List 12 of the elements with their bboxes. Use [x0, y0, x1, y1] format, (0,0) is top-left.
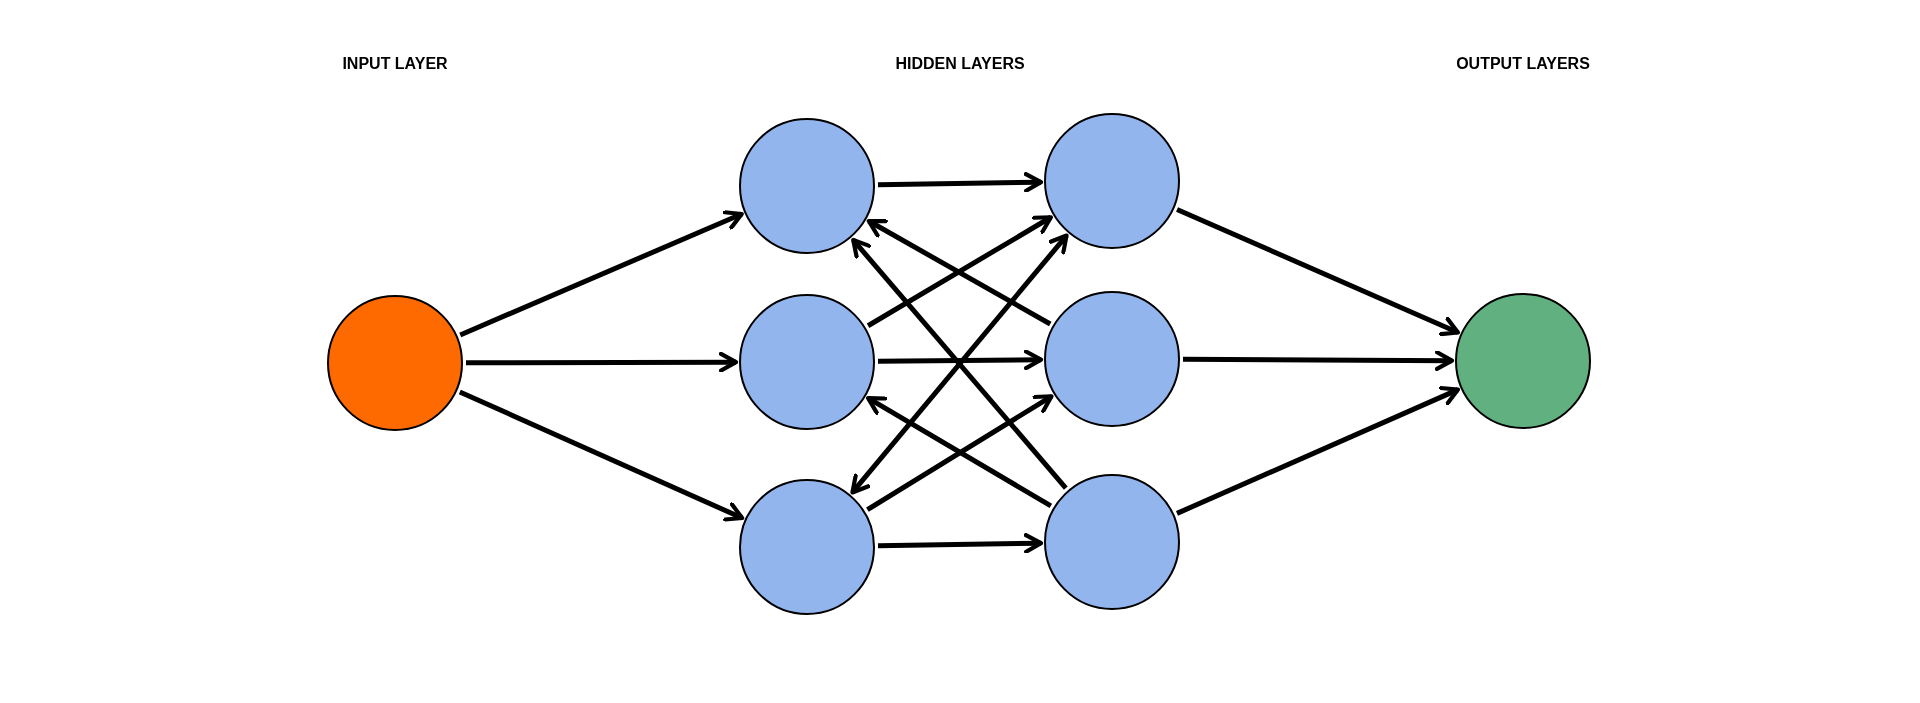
arrow [877, 349, 1044, 371]
arrow [1183, 350, 1455, 371]
layer-heading: OUTPUT LAYERS [1456, 54, 1590, 74]
layer-heading: HIDDEN LAYERS [895, 54, 1025, 74]
layer-heading: INPUT LAYER [342, 54, 448, 74]
arrow [1175, 385, 1461, 516]
arrow [458, 389, 745, 522]
arrow [466, 351, 739, 373]
arrow [877, 533, 1044, 554]
arrow [459, 210, 744, 338]
arrow [877, 172, 1044, 193]
arrow [1176, 207, 1461, 337]
